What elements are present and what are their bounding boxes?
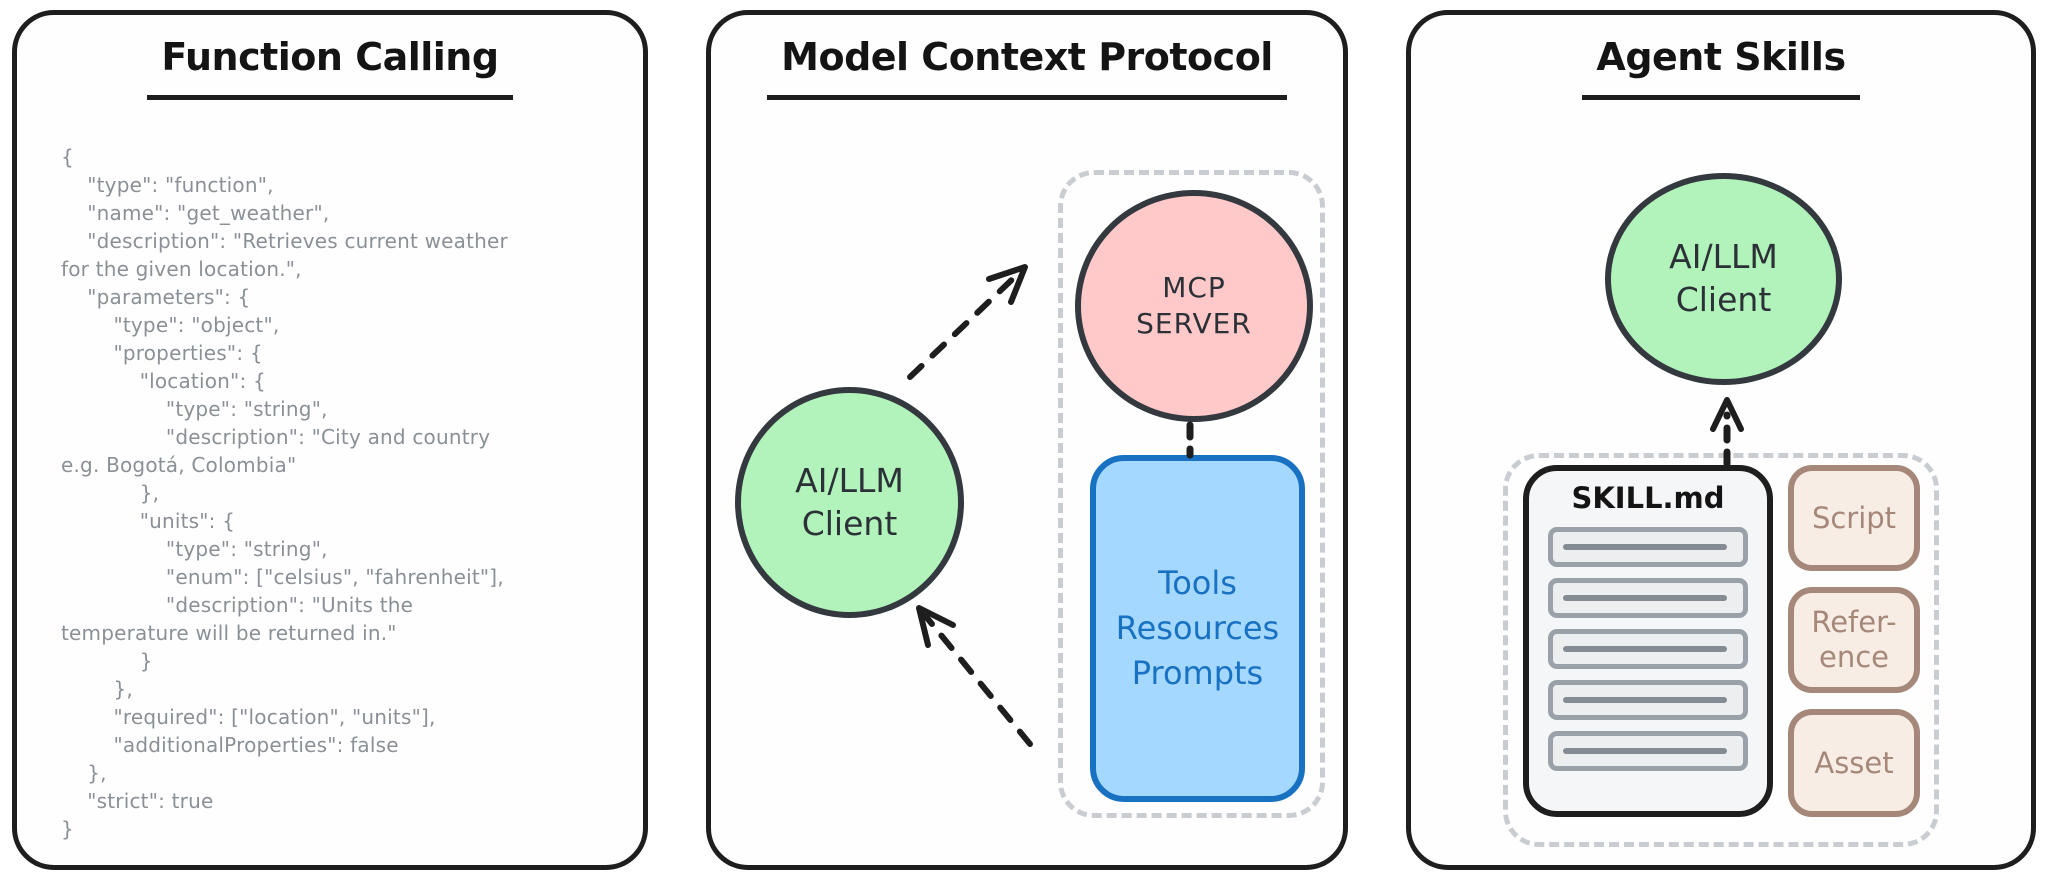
- ai-llm-client-node: AI/LLM Client: [735, 387, 964, 618]
- text-stroke: [1563, 748, 1727, 754]
- resource-asset-label: Asset: [1814, 745, 1894, 780]
- text-stroke: [1563, 697, 1727, 703]
- panel-header: Model Context Protocol: [711, 35, 1343, 100]
- resource-asset-node: Asset: [1788, 709, 1920, 817]
- text-stroke: [1563, 646, 1727, 652]
- panel-model-context-protocol: Model Context Protocol AI/LLM Client MCP…: [706, 10, 1348, 870]
- panel-header: Function Calling: [17, 35, 643, 100]
- text-stroke: [1563, 544, 1727, 550]
- arrowhead-up-icon: [1710, 397, 1744, 432]
- skill-md-filename: SKILL.md: [1571, 481, 1725, 515]
- resource-script-node: Script: [1788, 465, 1920, 571]
- ai-llm-client-label: AI/LLM Client: [795, 460, 904, 543]
- tools-resources-prompts-node: Tools Resources Prompts: [1090, 455, 1305, 802]
- arrowhead-up-right-icon: [986, 264, 1028, 305]
- ai-llm-client-node: AI/LLM Client: [1605, 173, 1842, 385]
- mcp-server-label: MCP SERVER: [1136, 270, 1252, 340]
- tools-resources-prompts-label: Tools Resources Prompts: [1115, 564, 1280, 692]
- skill-text-line: [1548, 680, 1748, 720]
- panel-agent-skills: Agent Skills AI/LLM Client SKILL.md Scri…: [1406, 10, 2036, 870]
- mcp-server-group-box: [1058, 170, 1325, 818]
- ai-llm-client-label: AI/LLM Client: [1669, 237, 1778, 319]
- skill-md-file-node: SKILL.md: [1523, 465, 1773, 817]
- skill-text-line: [1548, 578, 1748, 618]
- panel-title: Function Calling: [147, 35, 513, 100]
- text-stroke: [1563, 595, 1727, 601]
- skill-package-group-box: [1503, 453, 1939, 847]
- skill-text-line: [1548, 731, 1748, 771]
- panel-header: Agent Skills: [1411, 35, 2031, 100]
- function-schema-json: { "type": "function", "name": "get_weath…: [61, 145, 508, 841]
- resource-reference-node: Refer- ence: [1788, 587, 1920, 693]
- resource-script-label: Script: [1811, 500, 1897, 535]
- resource-reference-label: Refer- ence: [1811, 605, 1897, 674]
- panel-title: Model Context Protocol: [767, 35, 1287, 100]
- panel-title: Agent Skills: [1582, 35, 1860, 100]
- arrowhead-up-left-icon: [916, 605, 956, 648]
- mcp-server-node: MCP SERVER: [1075, 190, 1313, 422]
- skill-text-line: [1548, 629, 1748, 669]
- skill-text-line: [1548, 527, 1748, 567]
- panel-function-calling: Function Calling { "type": "function", "…: [12, 10, 648, 870]
- server-to-client-arrow: [920, 610, 1033, 747]
- client-to-server-arrow: [907, 268, 1024, 380]
